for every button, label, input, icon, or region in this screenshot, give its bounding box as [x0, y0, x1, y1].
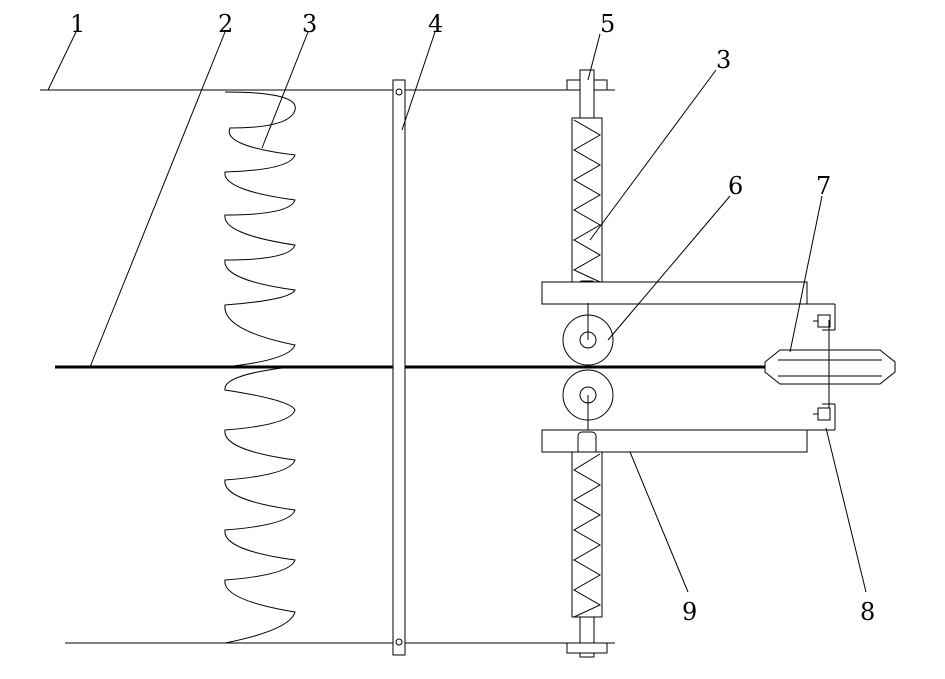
upper-small-spring — [572, 119, 602, 283]
label-3-right: 3 — [716, 46, 731, 74]
lower-arm — [541, 429, 808, 453]
lower-adjust-screw — [817, 407, 831, 421]
leader-3a — [261, 31, 309, 149]
upper-rod-sleeve — [571, 117, 603, 283]
lower-nut — [577, 431, 597, 455]
leader-3b — [589, 69, 717, 241]
label-5: 5 — [600, 10, 615, 38]
leader-1 — [47, 31, 77, 91]
leader-9 — [629, 451, 689, 593]
leader-7 — [789, 195, 823, 353]
lower-large-spring — [224, 366, 296, 644]
label-2: 2 — [218, 10, 233, 38]
label-7: 7 — [816, 172, 831, 200]
lower-rod-cap — [566, 642, 608, 654]
label-6: 6 — [728, 172, 743, 200]
pulley-wheel — [764, 349, 896, 385]
leader-4 — [401, 31, 436, 131]
label-1: 1 — [70, 10, 85, 38]
leader-6 — [607, 195, 731, 341]
label-8: 8 — [860, 598, 875, 626]
vertical-plate — [392, 79, 406, 656]
upper-arm — [541, 281, 808, 305]
leader-2 — [89, 31, 226, 368]
plate-top-pin — [395, 88, 403, 96]
label-4: 4 — [428, 10, 443, 38]
label-9: 9 — [682, 598, 697, 626]
lower-small-spring — [572, 453, 602, 618]
upper-large-spring — [224, 91, 296, 368]
leader-8 — [825, 427, 867, 593]
upper-adjust-screw — [817, 314, 831, 328]
lower-rod-sleeve — [571, 451, 603, 618]
leader-5 — [587, 33, 601, 81]
label-3-upper-left: 3 — [302, 10, 317, 38]
plate-bottom-pin — [395, 638, 403, 646]
